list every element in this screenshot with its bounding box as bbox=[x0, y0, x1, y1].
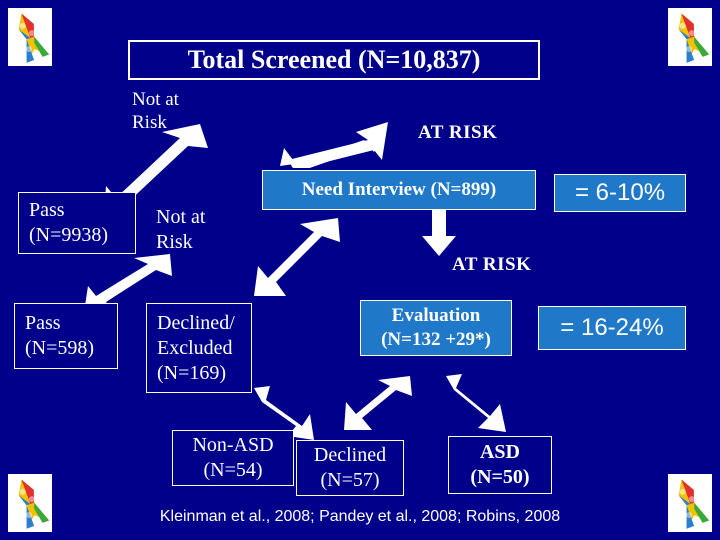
box-pass-9938-line2: (N=9938) bbox=[29, 224, 109, 246]
label-not-at-risk-1: Not at Risk bbox=[132, 88, 232, 134]
box-evaluation-line1: Evaluation bbox=[391, 305, 481, 326]
puzzle-ribbon-icon bbox=[8, 474, 52, 532]
box-declined-excluded-line1: Declined/ bbox=[157, 311, 235, 334]
puzzle-ribbon-icon bbox=[668, 474, 712, 532]
label-at-risk-2: AT RISK bbox=[452, 254, 532, 275]
box-evaluation-line2: (N=132 +29*) bbox=[381, 329, 491, 350]
label-not-at-risk-1-line1: Not at bbox=[132, 89, 179, 110]
box-asd-50-line1: ASD bbox=[479, 441, 520, 463]
label-not-at-risk-1-line2: Risk bbox=[132, 112, 167, 133]
box-declined-excluded: Declined/ Excluded (N=169) bbox=[146, 303, 252, 393]
puzzle-ribbon-icon bbox=[8, 8, 52, 66]
box-pass-9938: Pass (N=9938) bbox=[18, 192, 136, 254]
label-at-risk-1: AT RISK bbox=[418, 122, 498, 143]
box-need-interview-line1: Need Interview (N=899) bbox=[301, 179, 497, 200]
box-evaluation: Evaluation (N=132 +29*) bbox=[360, 300, 512, 356]
puzzle-ribbon-icon bbox=[668, 8, 712, 66]
page-title: Total Screened (N=10,837) bbox=[128, 40, 540, 80]
label-not-at-risk-2-line2: Risk bbox=[156, 231, 193, 253]
box-asd-50-line2: (N=50) bbox=[470, 466, 530, 488]
box-pass-598-line2: (N=598) bbox=[25, 337, 95, 359]
box-pct-6-10: = 6-10% bbox=[554, 174, 686, 212]
box-declined-57-line2: (N=57) bbox=[320, 469, 380, 491]
box-pass-9938-line1: Pass bbox=[29, 199, 65, 221]
box-pass-598: Pass (N=598) bbox=[14, 303, 118, 369]
arrow-icon bbox=[280, 122, 388, 168]
box-declined-57-line1: Declined bbox=[313, 444, 387, 466]
box-need-interview: Need Interview (N=899) bbox=[262, 170, 536, 210]
label-not-at-risk-2-line1: Not at bbox=[156, 206, 206, 228]
label-not-at-risk-2: Not at Risk bbox=[156, 205, 256, 255]
box-declined-excluded-line3: (N=169) bbox=[157, 361, 227, 384]
box-pass-598-line1: Pass bbox=[25, 312, 61, 334]
box-non-asd-line2: (N=54) bbox=[203, 459, 263, 481]
arrow-icon bbox=[254, 218, 340, 296]
arrow-icon bbox=[84, 254, 172, 314]
box-non-asd-line1: Non-ASD bbox=[192, 434, 274, 456]
box-declined-excluded-line2: Excluded bbox=[157, 336, 233, 359]
box-asd-50: ASD (N=50) bbox=[448, 436, 552, 494]
box-non-asd: Non-ASD (N=54) bbox=[172, 430, 294, 486]
arrow-icon bbox=[254, 386, 314, 440]
box-declined-57: Declined (N=57) bbox=[296, 440, 404, 496]
box-pct-16-24: = 16-24% bbox=[538, 306, 686, 350]
arrow-icon bbox=[446, 374, 506, 432]
citation-text: Kleinman et al., 2008; Pandey et al., 20… bbox=[159, 508, 561, 525]
arrow-icon bbox=[344, 376, 412, 430]
arrow-icon bbox=[422, 206, 456, 256]
